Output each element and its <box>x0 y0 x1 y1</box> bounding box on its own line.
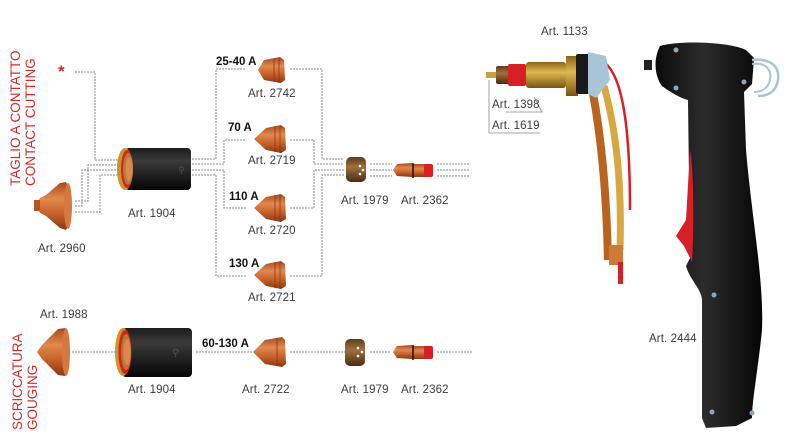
amperage-25-40: 25-40 A <box>216 56 257 68</box>
label-art-1904-bottom: Art. 1904 <box>128 384 176 396</box>
electrode-2362-bottom <box>393 345 433 360</box>
svg-text:⚲: ⚲ <box>172 348 179 359</box>
label-art-2722: Art. 2722 <box>242 384 290 396</box>
connector-lines-contact <box>75 68 470 277</box>
nozzle-guard-1988 <box>37 328 70 376</box>
diffuser-1979-top <box>346 157 366 182</box>
shield-cup-1904-top: ⚲ <box>117 148 191 190</box>
label-art-1979-bottom: Art. 1979 <box>341 384 389 396</box>
nozzle-2722 <box>253 337 286 367</box>
amperage-130: 130 A <box>229 258 260 270</box>
label-art-2960: Art. 2960 <box>38 243 86 255</box>
label-art-1398: Art. 1398 <box>492 99 540 111</box>
diffuser-1979-bottom <box>345 339 365 366</box>
gouging-title-en: GOUGING <box>25 364 40 430</box>
nozzle-2742 <box>258 57 285 83</box>
label-art-1133: Art. 1133 <box>541 26 588 38</box>
nozzle-2721 <box>254 261 286 289</box>
label-art-2444: Art. 2444 <box>649 333 697 345</box>
nozzle-2720 <box>254 194 286 222</box>
electrode-2362-top <box>393 163 433 178</box>
handle-2444 <box>644 42 780 429</box>
torch-head-1133 <box>486 52 632 284</box>
gouging-title-it: SCRICCATURA <box>10 333 25 430</box>
contact-cutting-title: TAGLIO A CONTATTO CONTACT CUTTING <box>8 50 38 186</box>
label-art-2362-bottom: Art. 2362 <box>401 384 449 396</box>
label-art-2719: Art. 2719 <box>248 155 296 167</box>
label-art-2742: Art. 2742 <box>248 88 296 100</box>
label-art-1988: Art. 1988 <box>40 309 88 321</box>
label-art-1619: Art. 1619 <box>492 120 540 132</box>
nozzle-guard-2960 <box>34 182 72 230</box>
nozzle-2719 <box>254 125 286 153</box>
label-art-1979-top: Art. 1979 <box>341 195 389 207</box>
pointer-lines-torch <box>488 80 543 134</box>
svg-text:⚲: ⚲ <box>178 165 185 175</box>
contact-cutting-marker: * <box>58 62 65 81</box>
contact-cutting-title-en: CONTACT CUTTING <box>23 58 38 186</box>
contact-cutting-title-it: TAGLIO A CONTATTO <box>8 50 23 186</box>
label-art-1904-top: Art. 1904 <box>128 208 176 220</box>
label-art-2721: Art. 2721 <box>248 292 296 304</box>
shield-cup-1904-bottom: ⚲ <box>115 328 192 377</box>
label-art-2720: Art. 2720 <box>248 225 296 237</box>
amperage-110: 110 A <box>229 191 259 203</box>
amperage-70: 70 A <box>228 122 252 134</box>
amperage-60-130: 60-130 A <box>202 338 249 350</box>
gouging-title: SCRICCATURA GOUGING <box>10 333 40 430</box>
label-art-2362-top: Art. 2362 <box>401 195 449 207</box>
